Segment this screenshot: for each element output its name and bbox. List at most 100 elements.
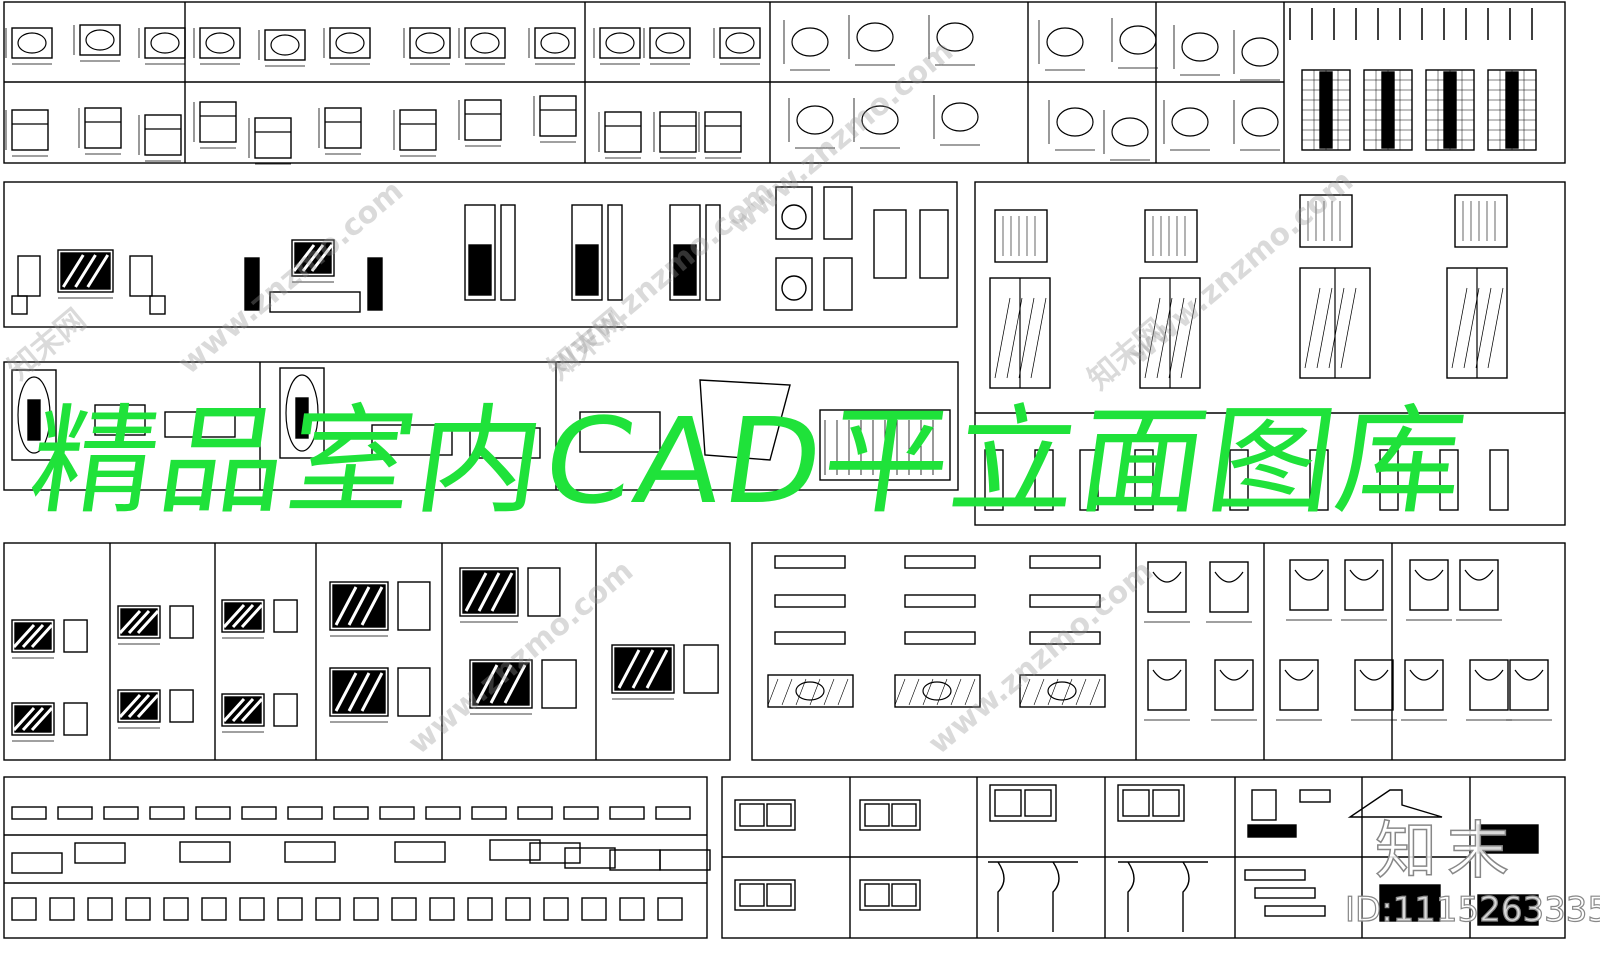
tv-side-view <box>541 659 577 709</box>
computer-monitor <box>505 897 531 921</box>
air-conditioner-indoor <box>179 841 231 863</box>
toilet-bowl <box>470 32 500 54</box>
bathtub-basin <box>17 376 51 454</box>
cad-line <box>30 706 54 732</box>
bathtub-mat <box>27 399 41 441</box>
cad-line <box>1030 297 1047 379</box>
cad-line <box>347 586 371 626</box>
cad-line <box>809 678 821 706</box>
tv-side-view <box>273 693 298 727</box>
panel-home-theater <box>3 181 958 328</box>
cad-line <box>1019 678 1031 706</box>
fixture-outline <box>329 581 389 631</box>
vanity-elevation <box>1469 659 1509 711</box>
air-conditioner-indoor <box>609 849 661 871</box>
split-ac-unit <box>471 806 507 820</box>
watermark-logo: 知末 <box>1374 813 1520 888</box>
toilet-bowl <box>335 32 365 54</box>
toilet-bowl <box>17 32 47 54</box>
cad-line <box>767 678 779 706</box>
tv-side-view <box>527 567 561 617</box>
cad-line <box>136 693 160 719</box>
tv-side-view <box>63 619 88 653</box>
shower-accessory <box>1079 449 1099 511</box>
sink-bowl <box>891 883 917 907</box>
cad-line <box>950 678 962 706</box>
computer-tower <box>429 897 455 921</box>
toilet-side-view <box>144 114 182 156</box>
cad-line <box>1006 297 1023 379</box>
fixture-outline <box>469 659 533 709</box>
sink-bowl <box>864 803 890 827</box>
panel-shower-enclosures <box>974 181 1566 526</box>
basin <box>1111 117 1149 147</box>
toilet-bowl <box>655 32 685 54</box>
computer-tower <box>543 897 569 921</box>
air-conditioner-cabinet <box>464 204 496 301</box>
vanity-elevation <box>1459 559 1499 611</box>
basin-curve <box>1152 669 1182 681</box>
toilet-side-view <box>659 111 697 153</box>
range-hood <box>1251 789 1277 821</box>
computer-tower <box>657 897 683 921</box>
cad-line <box>475 664 499 704</box>
sink-bowl <box>766 803 792 827</box>
split-ac-unit <box>517 806 553 820</box>
split-ac-unit <box>655 806 691 820</box>
basin <box>1056 107 1094 137</box>
toilet-side-view <box>539 95 577 137</box>
vanity-elevation <box>1404 659 1444 711</box>
double-sink <box>1117 784 1185 822</box>
cad-line <box>1328 287 1345 369</box>
kitchen-sink-plan <box>859 799 921 831</box>
cad-line <box>823 678 835 706</box>
shower-accessory <box>1134 449 1154 511</box>
toilet-bowl <box>150 32 180 54</box>
toilet-side-view <box>324 107 362 149</box>
fixture-outline <box>221 599 265 633</box>
gas-stove <box>1477 824 1539 854</box>
cad-line <box>1047 678 1059 706</box>
vanity-counter <box>1029 594 1101 608</box>
sink-bowl <box>739 803 765 827</box>
shower-tray <box>1299 194 1353 248</box>
cad-line <box>231 697 255 723</box>
toilet-icon <box>329 27 371 59</box>
bathtub-plan <box>11 369 57 461</box>
vanity-elevation <box>1354 659 1394 711</box>
computer-tower <box>467 897 493 921</box>
cooktop-elevation <box>1244 869 1306 881</box>
cad-line <box>1033 678 1045 706</box>
kitchen-sink-plan <box>734 799 796 831</box>
cad-line <box>922 678 934 706</box>
shower-accessory <box>984 449 1004 511</box>
sink-bowl <box>994 789 1022 817</box>
cad-line <box>222 603 246 629</box>
tv-side-view <box>683 644 719 694</box>
panel-bathtubs <box>3 361 959 491</box>
toilet-icon <box>79 24 121 56</box>
toilet-side-view <box>254 117 292 159</box>
shower-fixture <box>1443 71 1457 149</box>
cad-line <box>86 254 110 288</box>
basin <box>1241 107 1279 137</box>
split-ac-unit <box>241 806 277 820</box>
cad-line <box>964 678 976 706</box>
toilet-bowl <box>540 32 570 54</box>
cad-line <box>994 297 1011 379</box>
shower-accessory <box>1489 449 1509 511</box>
tv-side-view <box>397 581 431 631</box>
tv-cabinet <box>269 291 361 313</box>
sink-drain-pipe <box>997 861 1005 932</box>
sink-bowl <box>739 883 765 907</box>
air-conditioner-side <box>500 204 516 301</box>
cad-line <box>464 572 488 612</box>
cad-line <box>781 678 793 706</box>
basin-curve <box>1219 669 1249 681</box>
vanity-counter <box>904 555 976 569</box>
toilet-bowl <box>270 34 300 56</box>
tv-side-view <box>397 667 431 717</box>
washing-machine-side <box>823 257 853 311</box>
